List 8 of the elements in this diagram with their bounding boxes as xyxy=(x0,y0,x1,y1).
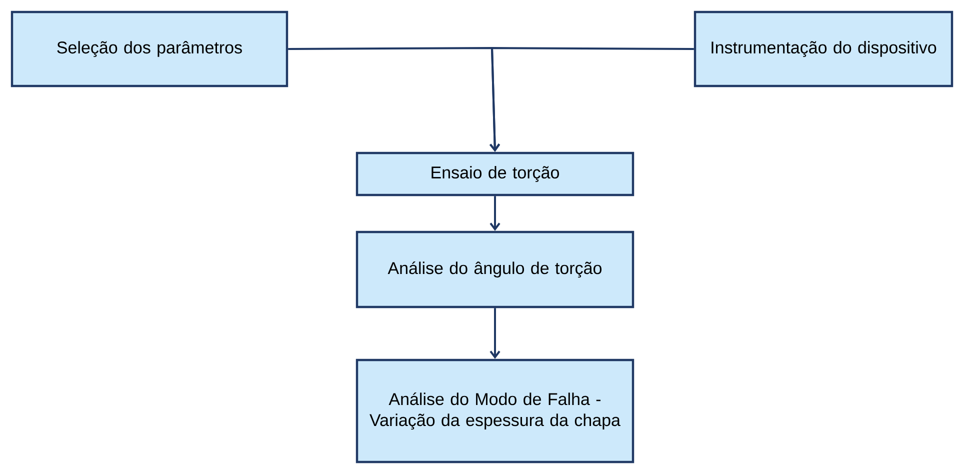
process-box: Ensaio de torção xyxy=(356,152,634,196)
process-box: Instrumentação do dispositivo xyxy=(694,10,954,88)
process-box: Análise do Modo de Falha - Variação da espessura da chapa xyxy=(356,358,634,464)
arrow xyxy=(490,47,694,152)
arrow xyxy=(490,196,500,231)
process-box: Análise do ângulo de torção xyxy=(356,230,634,308)
process-box: Seleção dos parâmetros xyxy=(10,10,288,88)
arrow xyxy=(490,308,500,359)
